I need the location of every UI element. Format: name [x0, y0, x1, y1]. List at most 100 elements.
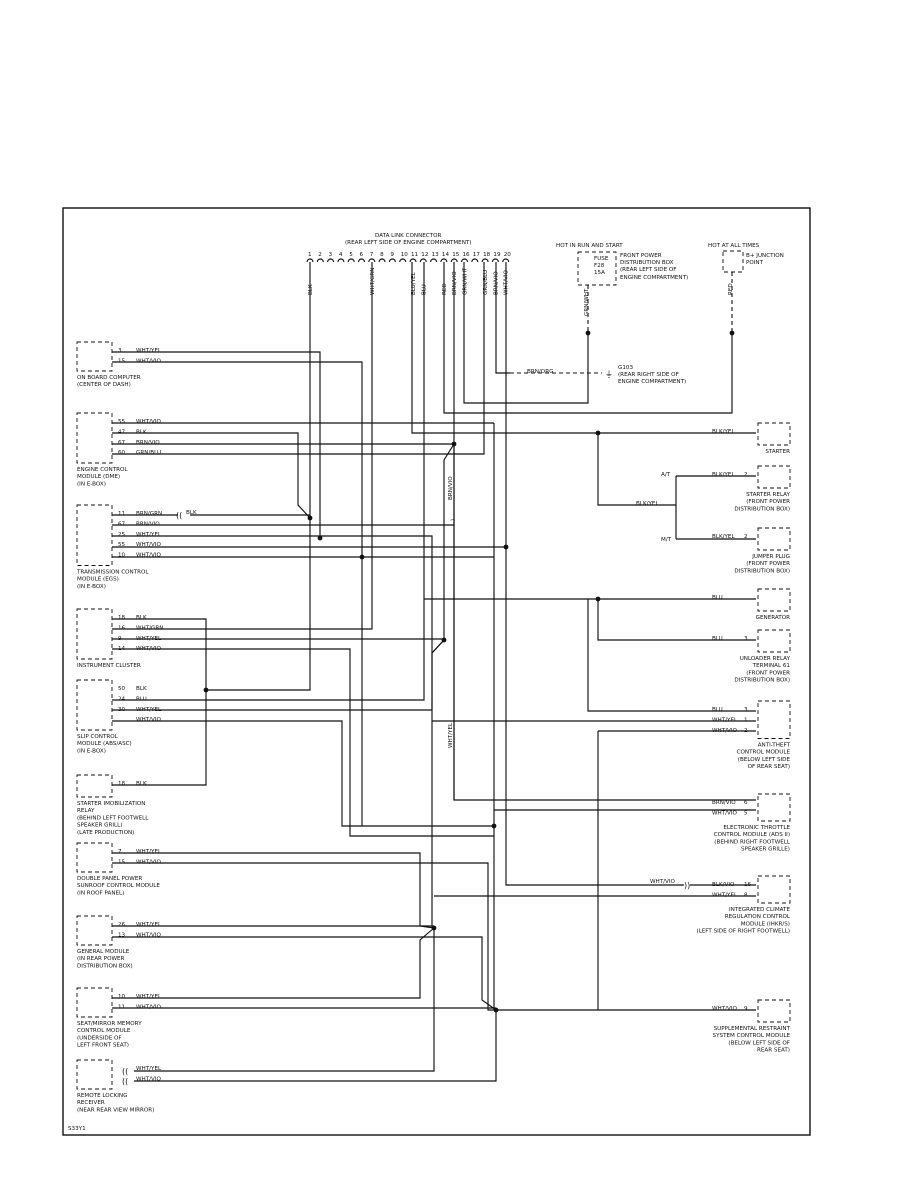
right-module-name: DISTRIBUTION BOX)	[734, 506, 790, 512]
dlc-pin-socket	[368, 258, 376, 263]
right-module-pin: 5	[744, 810, 748, 816]
fuse-wire-label: GRN/WHT	[584, 288, 590, 316]
left-module-pin-color: WHT/YEL	[136, 922, 162, 928]
right-module-pin: 6	[744, 800, 748, 806]
right-module-name: MODULE (IHKR/S)	[741, 921, 790, 927]
bus-link-1	[443, 443, 455, 461]
left-module-name: (IN E-BOX)	[77, 481, 106, 487]
rlr-connector-mark-2: ((	[122, 1077, 128, 1086]
dlc-pin-socket	[327, 258, 335, 263]
right-module-pin: 1	[744, 717, 748, 723]
right-module-pin-color: WHT/VIO	[712, 1006, 738, 1012]
right-module-pin: 2	[744, 472, 748, 478]
right-module-box	[757, 999, 791, 1023]
left-module-name: (BEHIND LEFT FOOTWELL	[77, 815, 149, 821]
right-module-pin-color: WHT/VIO	[712, 810, 738, 816]
right-module-pin-color: BLU	[712, 595, 723, 601]
left-module-name: ENGINE CONTROL	[77, 467, 128, 473]
front-pdb-line-4: ENGINE COMPARTMENT)	[620, 275, 688, 281]
wire-pin7-whtgrn	[112, 262, 373, 630]
wire-unloader	[597, 599, 756, 641]
brn-vio-bus-label: BRN/VIO	[448, 476, 454, 500]
dlc-location: (REAR LEFT SIDE OF ENGINE COMPARTMENT)	[345, 240, 472, 246]
left-module-pin: 10	[118, 553, 126, 559]
splice	[595, 430, 601, 436]
splice	[585, 330, 591, 336]
wire-ic-14	[112, 648, 494, 837]
dlc-pin-socket	[450, 258, 458, 263]
splice	[441, 637, 447, 643]
dlc-pin-socket	[357, 258, 366, 263]
right-module-box	[757, 422, 791, 446]
right-module-name: STARTER	[765, 449, 790, 455]
splice	[451, 441, 457, 447]
left-module-name: ON BOARD COMPUTER	[77, 375, 141, 381]
right-module-pin-color: BLU	[712, 636, 723, 642]
b-plus-wire-label: RED	[728, 283, 734, 295]
left-module-name: SLIP CONTROL	[77, 734, 119, 740]
right-module-box	[757, 629, 791, 653]
right-module-name: JUMPER PLUG	[751, 554, 790, 560]
wire-sunroof-7	[112, 852, 435, 929]
dlc-pin-number: 2	[318, 252, 322, 258]
dlc-pin-color: GRN/WHT	[463, 267, 469, 295]
right-module-name: SPEAKER GRILLE)	[741, 847, 790, 853]
right-module-pin-color: BLK/YEL	[712, 429, 735, 435]
right-module-name: (BELOW LEFT SIDE	[738, 757, 791, 763]
left-module-box	[76, 341, 113, 372]
dlc-pin-number: 5	[349, 252, 353, 258]
left-module-name: REMOTE LOCKING	[77, 1093, 127, 1099]
left-module-pin: 26	[118, 922, 126, 928]
left-module-pin-color: BLU	[136, 696, 147, 702]
b-plus-line-1: B+ JUNCTION	[746, 253, 784, 259]
right-module-pin-color: BRN/VIO	[712, 800, 736, 806]
dlc-pin-color: WHT/GRN	[370, 268, 376, 295]
left-module-name: SUNROOF CONTROL MODULE	[77, 883, 160, 889]
dlc-pin-number: 3	[329, 252, 333, 258]
left-module-name: SEAT/MIRROR MEMORY	[77, 1021, 142, 1027]
front-pdb-line-1: FRONT POWER	[620, 253, 662, 259]
left-module-pin: 10	[118, 994, 126, 1000]
ground-icon: ⏚	[605, 370, 613, 379]
dlc-pin-number: 20	[504, 252, 512, 258]
left-module-name: INSTRUMENT CLUSTER	[77, 663, 141, 669]
wire-pin12-blu	[423, 262, 756, 600]
splice-points	[203, 330, 735, 1013]
right-module-name: REAR SEAT)	[757, 1048, 790, 1054]
right-module-name: (FRONT POWER	[746, 561, 790, 567]
left-module-pin: 47	[118, 429, 126, 435]
wire-starter	[597, 433, 676, 506]
ground-id: G103	[618, 365, 633, 371]
right-module-name: INTEGRATED CLIMATE	[729, 907, 791, 913]
right-module-box	[757, 793, 791, 822]
dlc-pin-socket	[471, 258, 479, 263]
right-module-pin-color: WHT/YEL	[712, 717, 738, 723]
left-module-box	[76, 987, 113, 1018]
wire-ic-18	[112, 618, 207, 786]
bus-wht-yel	[431, 460, 445, 928]
left-module-box	[76, 412, 113, 464]
mt-label: M/T	[661, 537, 672, 543]
right-module-pin: 2	[744, 534, 748, 540]
left-module-pin-color: GRN/BLU	[136, 450, 161, 456]
dlc-pin-number: 9	[390, 252, 394, 258]
right-module-name: UNLOADER RELAY	[740, 656, 791, 662]
right-module-box	[757, 527, 791, 551]
right-module-pin-color: BLU	[712, 707, 723, 713]
fuse-rating: 15A	[594, 270, 605, 276]
b-plus-line-2: POINT	[746, 260, 764, 266]
left-module-pin: 18	[118, 615, 126, 621]
left-module-pin-color: WHT/VIO	[136, 1076, 162, 1082]
dlc-pin-socket	[347, 258, 355, 263]
left-module-name: MODULE (DME)	[77, 474, 120, 480]
wire-obc-15	[112, 361, 363, 826]
dlc-pin-number: 1	[308, 252, 312, 258]
left-module-box	[76, 679, 113, 731]
left-module-name: DISTRIBUTION BOX)	[77, 963, 133, 969]
left-module-name: CONTROL MODULE	[77, 1028, 131, 1034]
wire-pin14-red	[443, 262, 733, 414]
left-module-pin: 24	[118, 696, 126, 702]
dlc-pin-number: 17	[473, 252, 481, 258]
